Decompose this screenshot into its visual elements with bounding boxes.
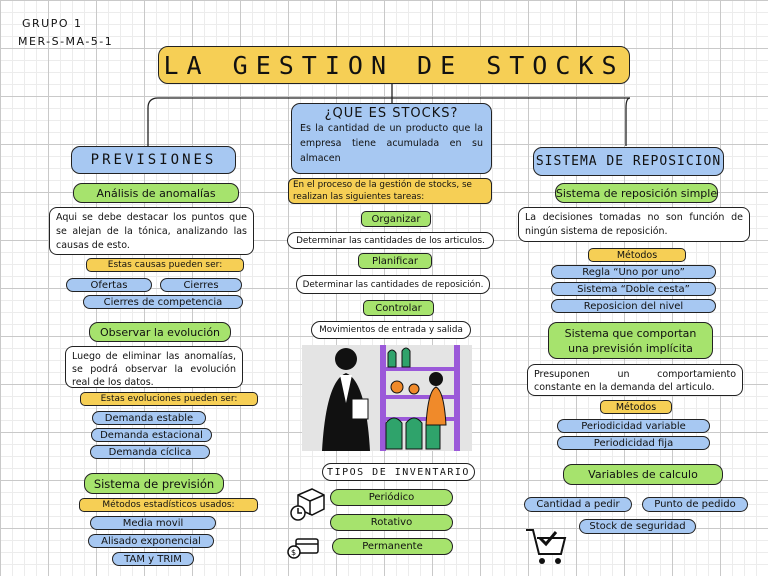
periodicidad-variable: Periodicidad variable <box>557 419 710 433</box>
reposicion-title: SISTEMA DE REPOSICION <box>533 147 724 176</box>
evolucion-node: Observar la evolución <box>89 322 231 342</box>
media-movil: Media movil <box>90 516 216 530</box>
evoluciones-label: Estas evoluciones pueden ser: <box>80 392 258 406</box>
process-note: En el proceso de la gestión de stocks, s… <box>288 178 492 204</box>
svg-text:$: $ <box>291 548 296 557</box>
sistema-doble-cesta: Sistema “Doble cesta” <box>551 282 716 296</box>
sistema-prevision-node: Sistema de previsión <box>84 473 224 494</box>
causa-cierres: Cierres <box>160 278 242 292</box>
punto-de-pedido: Punto de pedido <box>642 497 748 512</box>
task-organizar-desc: Determinar las cantidades de los articul… <box>287 232 494 249</box>
task-planificar: Planificar <box>358 253 432 269</box>
variables-calculo-node: Variables de calculo <box>563 464 723 485</box>
reposicion-simple-node: Sistema de reposición simple <box>555 183 718 203</box>
alisado-exponencial: Alisado exponencial <box>88 534 214 548</box>
prevision-implicita-node: Sistema que comportan una previsión impl… <box>548 322 713 359</box>
causas-label: Estas causas pueden ser: <box>86 258 244 272</box>
warehouse-illustration <box>302 345 472 451</box>
group-label: GRUPO 1 <box>22 17 83 30</box>
task-controlar: Controlar <box>363 300 434 316</box>
what-is-stock-card: ¿QUE ES STOCKS? Es la cantidad de un pro… <box>291 103 492 174</box>
shopping-cart-check-icon <box>526 529 567 564</box>
periodicidad-fija: Periodicidad fija <box>557 436 710 450</box>
tam-trim: TAM y TRIM <box>112 552 194 566</box>
evolucion-text: Luego de eliminar las anomalías, se podr… <box>65 346 243 388</box>
course-code: MER-S-MA-5-1 <box>18 35 114 48</box>
prevision-implicita-text: Presuponen un comportamiento constante e… <box>527 364 743 396</box>
inventory-periodico: Periódico <box>330 489 453 506</box>
demanda-ciclica: Demanda cíclica <box>90 445 210 459</box>
prevision-implicita-label: Sistema que comportan una previsión impl… <box>564 326 697 355</box>
demanda-estacional: Demanda estacional <box>91 428 212 442</box>
metodos-estadisticos-label: Métodos estadísticos usados: <box>79 498 258 512</box>
inventory-rotativo: Rotativo <box>330 514 453 531</box>
metodos-label: Métodos <box>588 248 686 262</box>
task-controlar-desc: Movimientos de entrada y salida <box>311 321 471 339</box>
delivery-box-icon <box>290 488 325 521</box>
warehouse-illustration-svg <box>322 345 460 451</box>
reposicion-nivel: Reposicion del nivel <box>551 299 716 313</box>
inventory-permanente: Permanente <box>332 538 453 555</box>
causa-ofertas: Ofertas <box>66 278 152 292</box>
previsiones-title: PREVISIONES <box>71 146 236 174</box>
anomalias-node: Análisis de anomalías <box>73 183 239 203</box>
stock-de-seguridad: Stock de seguridad <box>579 519 696 534</box>
truck-money-icon: $ <box>287 538 319 559</box>
reposicion-simple-text: La decisiones tomadas no son función de … <box>518 207 750 242</box>
what-is-stock-title: ¿QUE ES STOCKS? <box>324 106 459 121</box>
regla-uno-por-uno: Regla “Uno por uno” <box>551 265 716 279</box>
anomalias-text: Aqui se debe destacar los puntos que se … <box>49 207 254 255</box>
cantidad-a-pedir: Cantidad a pedir <box>524 497 632 512</box>
demanda-estable: Demanda estable <box>92 411 206 425</box>
inventory-types-title: TIPOS DE INVENTARIO <box>322 463 475 481</box>
main-title: LA GESTION DE STOCKS <box>158 46 630 84</box>
task-planificar-desc: Determinar las cantidades de reposición. <box>296 275 490 294</box>
stock-definition: Es la cantidad de un producto que la emp… <box>300 123 483 164</box>
metodos2-label: Métodos <box>600 400 672 414</box>
causa-cierres-competencia: Cierres de competencia <box>83 295 243 309</box>
task-organizar: Organizar <box>361 211 431 227</box>
